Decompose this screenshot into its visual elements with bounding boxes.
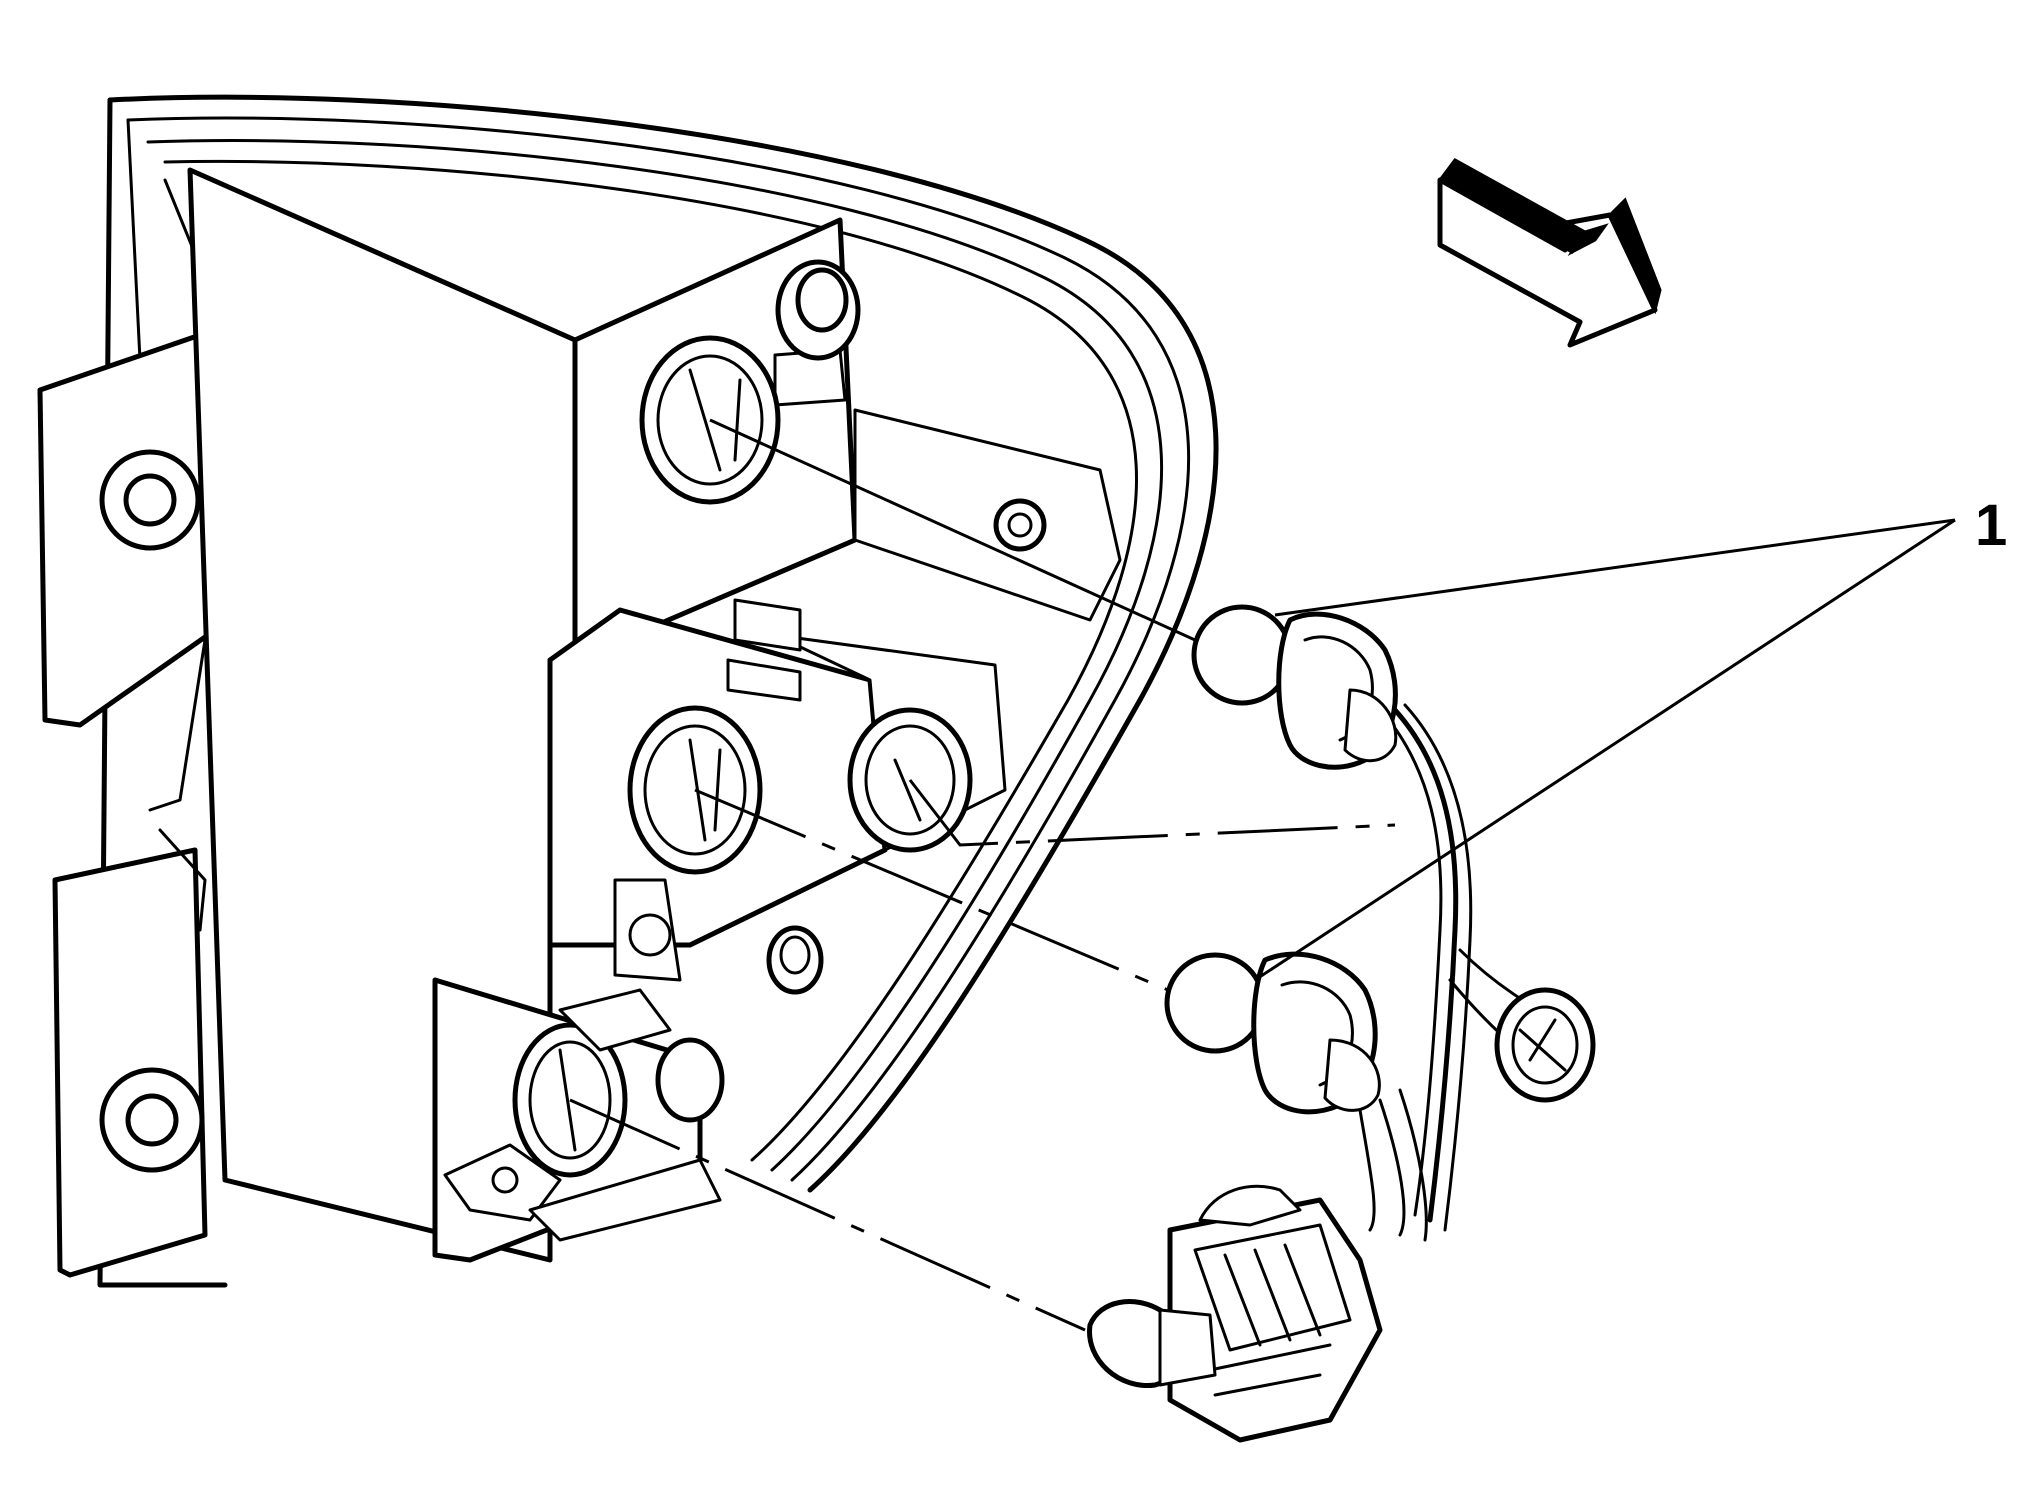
lens-outer-rim [107,94,1219,1193]
alignment-lines [569,418,1396,1332]
lower-alignment-line [569,1098,1086,1332]
front-direction-arrow-icon [1437,158,1662,348]
tail-lamp-housing [37,94,1219,1288]
upper-bulb [1191,604,1293,706]
wiring-harness [1087,604,1596,1443]
middle-left-alignment-line [694,788,1169,992]
callout-leader-upper [1274,518,1956,617]
callout-1: 1 [1254,493,2007,982]
callout-label: 1 [1975,493,2007,558]
middle-right-alignment-line [908,779,1396,847]
middle-bulb [1164,952,1266,1054]
upper-alignment-line [709,418,1196,642]
lower-mounting-ear [52,847,208,1278]
callout-leader-lower [1254,518,1956,982]
